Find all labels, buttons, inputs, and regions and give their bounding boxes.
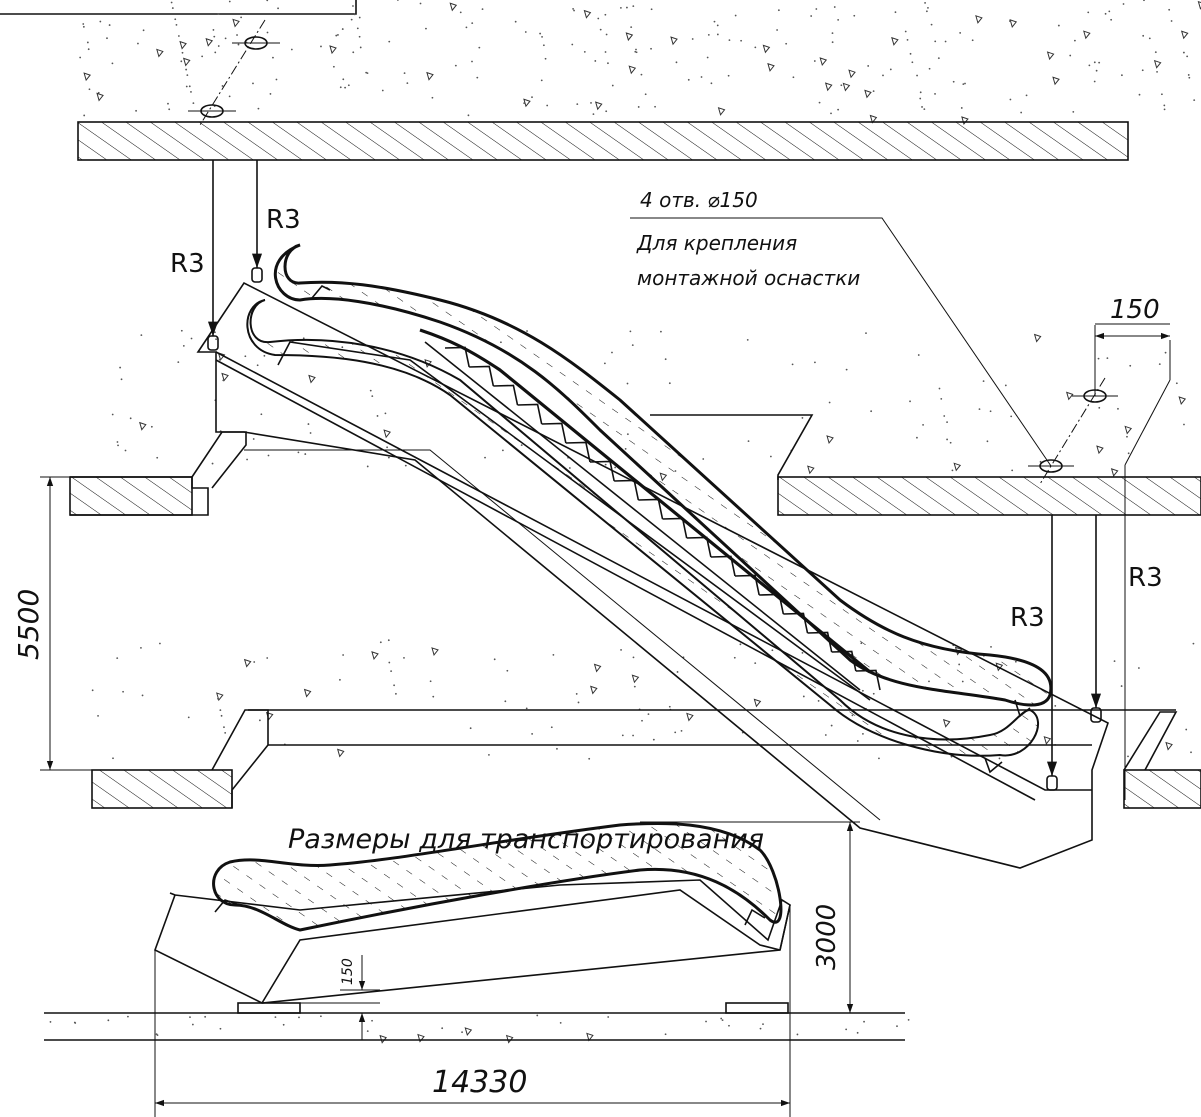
handrail-clip-upper: [311, 285, 331, 299]
transport-height-value: 3000: [812, 904, 842, 970]
lifting-point-1: [207, 160, 219, 351]
hole-callout: 4 отв. ⌀150 Для крепления монтажной осна…: [630, 188, 1052, 467]
escalator-truss: [196, 281, 1109, 869]
r3-label-3: R3: [1010, 603, 1045, 633]
upper-floor-left: [69, 431, 247, 516]
purpose-label-line1: Для крепления: [636, 231, 797, 255]
transport-height-dimension: 3000: [640, 821, 860, 1013]
hole-spacing-dimension: 150: [1094, 295, 1171, 466]
lower-floor-right: [1123, 711, 1201, 809]
lifting-point-3: [1046, 515, 1058, 791]
r3-label-1: R3: [170, 249, 205, 279]
ceiling-slab: [77, 121, 1129, 161]
purpose-label-line2: монтажной оснастки: [637, 266, 860, 290]
rise-value: 5500: [12, 589, 45, 660]
transport-clearance-dimension: 150: [300, 955, 380, 1040]
upper-floor-right: [777, 476, 1201, 516]
transport-view: [44, 821, 905, 1041]
lifting-point-2: [251, 160, 263, 283]
concrete-speckles: [49, 0, 1201, 1044]
hole-spacing-value: 150: [1110, 295, 1160, 325]
handrail-inner: [246, 299, 1040, 757]
handrail-outer: [273, 243, 1053, 707]
transport-clearance-value: 150: [340, 958, 356, 985]
lower-floor-left: [91, 709, 269, 809]
r3-label-2: R3: [266, 205, 301, 235]
r3-label-4: R3: [1128, 563, 1163, 593]
lifting-point-4: [1090, 515, 1102, 723]
transport-length-dimension: 14330: [154, 905, 791, 1117]
holes-label: 4 отв. ⌀150: [640, 188, 758, 212]
rise-dimension: 5500: [12, 476, 92, 771]
handrail-clip-lower: [984, 699, 1031, 774]
transport-length-value: 14330: [432, 1065, 527, 1100]
title-frame: [0, 0, 357, 15]
